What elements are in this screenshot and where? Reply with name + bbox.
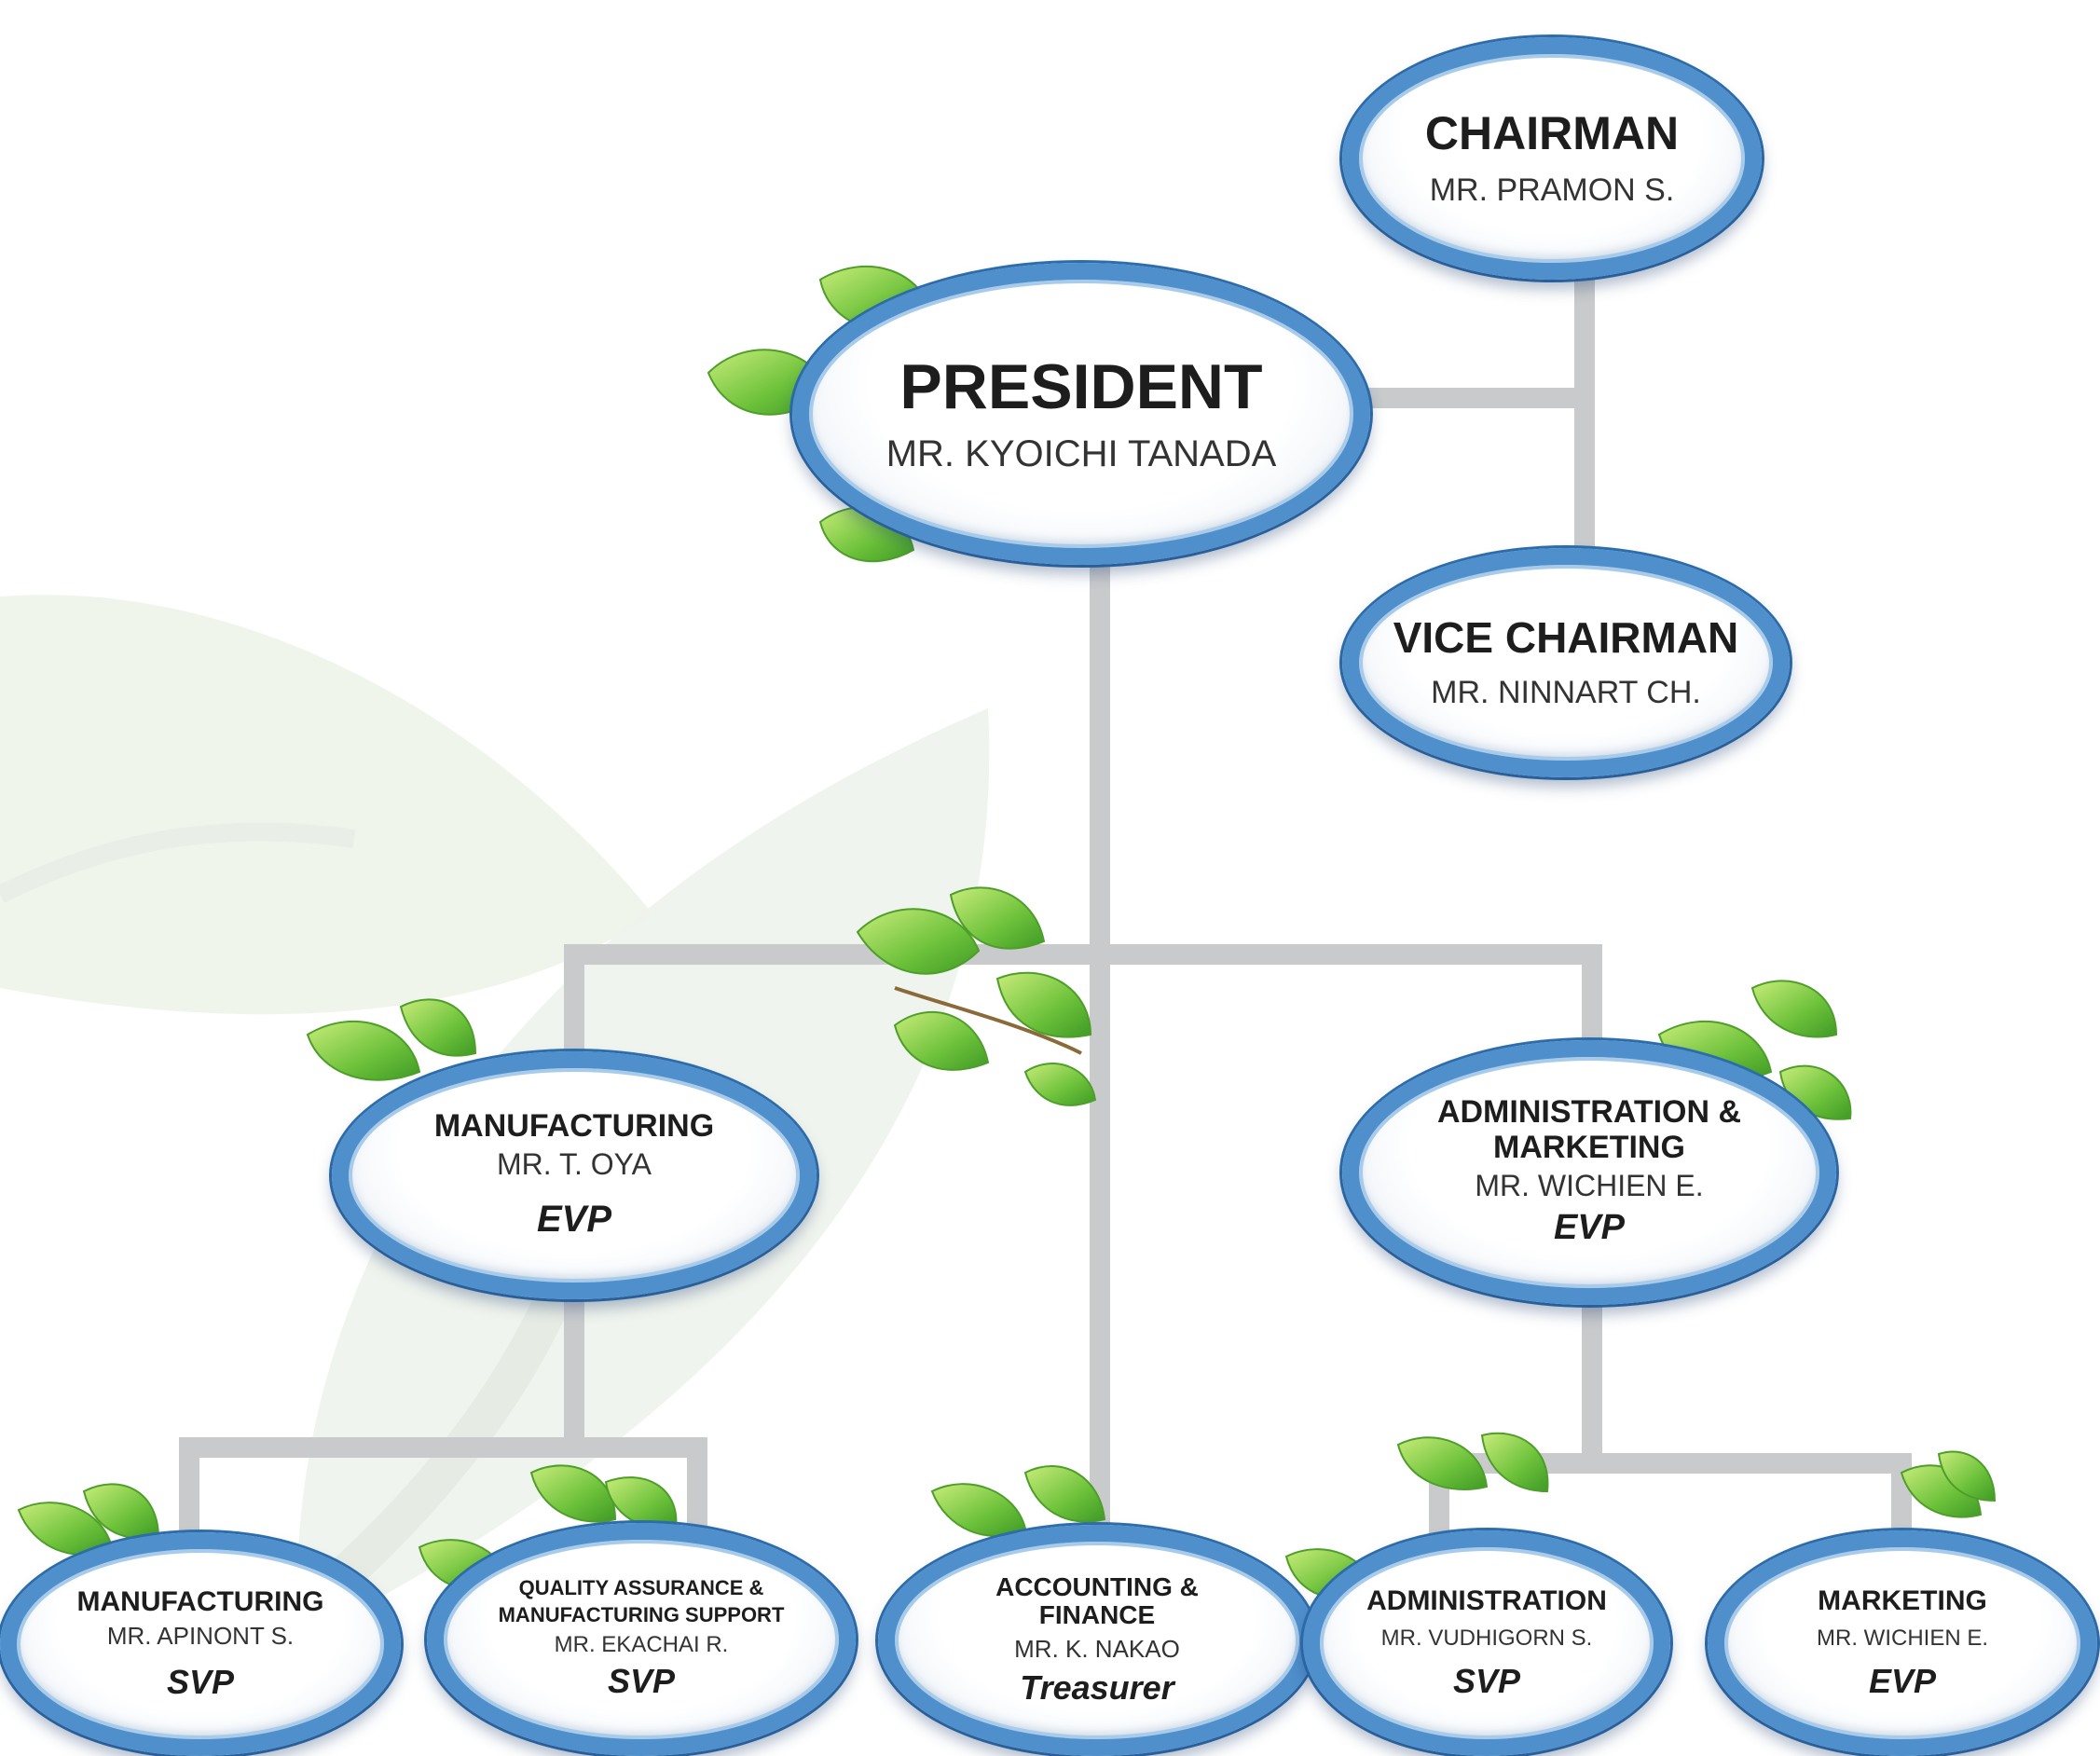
manufacturing-svp-node: MANUFACTURING MR. APINONT S. SVP — [0, 1532, 401, 1756]
admin-marketing-evp-name: MR. WICHIEN E. — [1475, 1169, 1704, 1203]
marketing-evp-title: MARKETING — [1818, 1585, 1987, 1617]
chairman-name: MR. PRAMON S. — [1429, 171, 1675, 208]
qa-svp-name: MR. EKACHAI R. — [554, 1631, 729, 1657]
president-title: PRESIDENT — [899, 350, 1263, 422]
administration-svp-name: MR. VUDHIGORN S. — [1380, 1626, 1593, 1652]
admin-marketing-evp-title-line2: MARKETING — [1493, 1129, 1685, 1165]
accounting-role: Treasurer — [1020, 1668, 1174, 1708]
qa-svp-node: QUALITY ASSURANCE & MANUFACTURING SUPPOR… — [427, 1523, 856, 1756]
chairman-node: CHAIRMAN MR. PRAMON S. — [1342, 37, 1762, 280]
manufacturing-svp-title: MANUFACTURING — [76, 1585, 324, 1617]
accounting-name: MR. K. NAKAO — [1014, 1635, 1180, 1664]
chairman-title: CHAIRMAN — [1424, 106, 1680, 159]
qa-svp-role: SVP — [607, 1662, 676, 1701]
marketing-evp-role: EVP — [1868, 1661, 1937, 1700]
manufacturing-evp-node: MANUFACTURING MR. T. OYA EVP — [332, 1051, 817, 1299]
manufacturing-svp-name: MR. APINONT S. — [106, 1621, 295, 1650]
qa-svp-title-line1: QUALITY ASSURANCE & — [518, 1576, 764, 1600]
admin-marketing-evp-role: EVP — [1553, 1207, 1626, 1247]
admin-marketing-evp-node: ADMINISTRATION & MARKETING MR. WICHIEN E… — [1342, 1040, 1836, 1305]
marketing-evp-node: MARKETING MR. WICHIEN E. EVP — [1708, 1530, 2097, 1756]
accounting-finance-node: ACCOUNTING & FINANCE MR. K. NAKAO Treasu… — [878, 1525, 1316, 1756]
vice-chairman-title: VICE CHAIRMAN — [1393, 613, 1739, 663]
accounting-title-line1: ACCOUNTING & — [995, 1571, 1199, 1601]
manufacturing-evp-role: EVP — [536, 1199, 612, 1241]
manufacturing-svp-role: SVP — [166, 1662, 235, 1701]
administration-svp-title: ADMINISTRATION — [1366, 1585, 1607, 1617]
accounting-title-line2: FINANCE — [1038, 1600, 1156, 1630]
president-name: MR. KYOICHI TANADA — [885, 433, 1277, 475]
administration-svp-role: SVP — [1452, 1661, 1521, 1700]
administration-svp-node: ADMINISTRATION MR. VUDHIGORN S. SVP — [1303, 1530, 1670, 1756]
vice-chairman-name: MR. NINNART CH. — [1431, 674, 1701, 710]
admin-marketing-evp-title-line1: ADMINISTRATION & — [1436, 1094, 1742, 1131]
president-node: PRESIDENT MR. KYOICHI TANADA — [792, 263, 1370, 565]
marketing-evp-name: MR. WICHIEN E. — [1817, 1626, 1988, 1652]
vice-chairman-node: VICE CHAIRMAN MR. NINNART CH. — [1342, 548, 1790, 777]
manufacturing-evp-title: MANUFACTURING — [433, 1107, 715, 1144]
qa-svp-title-line2: MANUFACTURING SUPPORT — [498, 1602, 785, 1626]
manufacturing-evp-name: MR. T. OYA — [497, 1147, 652, 1182]
